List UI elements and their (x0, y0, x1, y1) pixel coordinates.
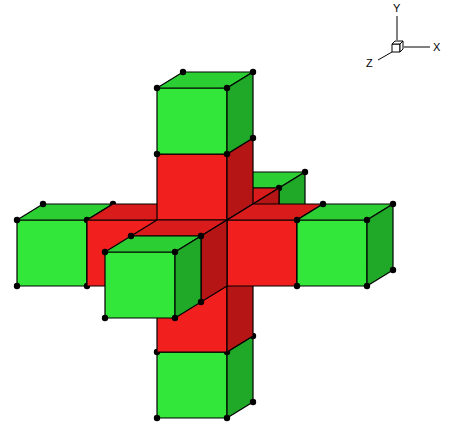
vertex-dot (198, 233, 204, 239)
vertex-dot (154, 85, 160, 91)
axis-label: X (433, 41, 440, 53)
cube-face (367, 204, 393, 286)
vertex-dot (320, 201, 326, 207)
cube-face (297, 220, 367, 286)
axis-cube-front (392, 44, 400, 52)
cube-face (157, 154, 227, 220)
green-cube (102, 233, 204, 321)
axis-cube-side (400, 41, 403, 52)
vertex-dot (224, 151, 230, 157)
vertex-dot (180, 69, 186, 75)
vertex-dot (40, 201, 46, 207)
vertex-dot (390, 267, 396, 273)
cube-face (105, 252, 175, 318)
vertex-dot (364, 283, 370, 289)
cube-face (175, 236, 201, 318)
vertex-dot (154, 415, 160, 421)
cube-face (227, 72, 253, 154)
vertex-dot (390, 201, 396, 207)
cube-face (17, 220, 87, 286)
cube-face (157, 88, 227, 154)
vertex-dot (172, 249, 178, 255)
vertex-dot (250, 69, 256, 75)
vertex-dot (14, 283, 20, 289)
y-axis-line (397, 16, 398, 40)
vertex-dot (14, 217, 20, 223)
green-cube (154, 69, 256, 157)
vertex-dot (102, 315, 108, 321)
vertex-dot (172, 315, 178, 321)
vertex-dot (128, 233, 134, 239)
vertex-dot (154, 151, 160, 157)
vertex-dot (250, 135, 256, 141)
vertex-dot (302, 169, 308, 175)
vertex-dot (198, 299, 204, 305)
axis-lines (378, 16, 430, 60)
vertex-dot (224, 85, 230, 91)
x-axis-line (404, 47, 430, 48)
vertex-dot (224, 415, 230, 421)
vertex-dot (364, 217, 370, 223)
axis-label: Z (366, 57, 373, 69)
z-axis-line (378, 52, 392, 60)
axis-label: Y (393, 2, 400, 14)
cube-face (157, 352, 227, 418)
cube-face (201, 220, 227, 302)
vertex-dot (250, 399, 256, 405)
vertex-dot (294, 217, 300, 223)
vertex-dot (294, 283, 300, 289)
cube-face (227, 220, 297, 286)
vertex-dot (102, 249, 108, 255)
green-cube (294, 201, 396, 289)
